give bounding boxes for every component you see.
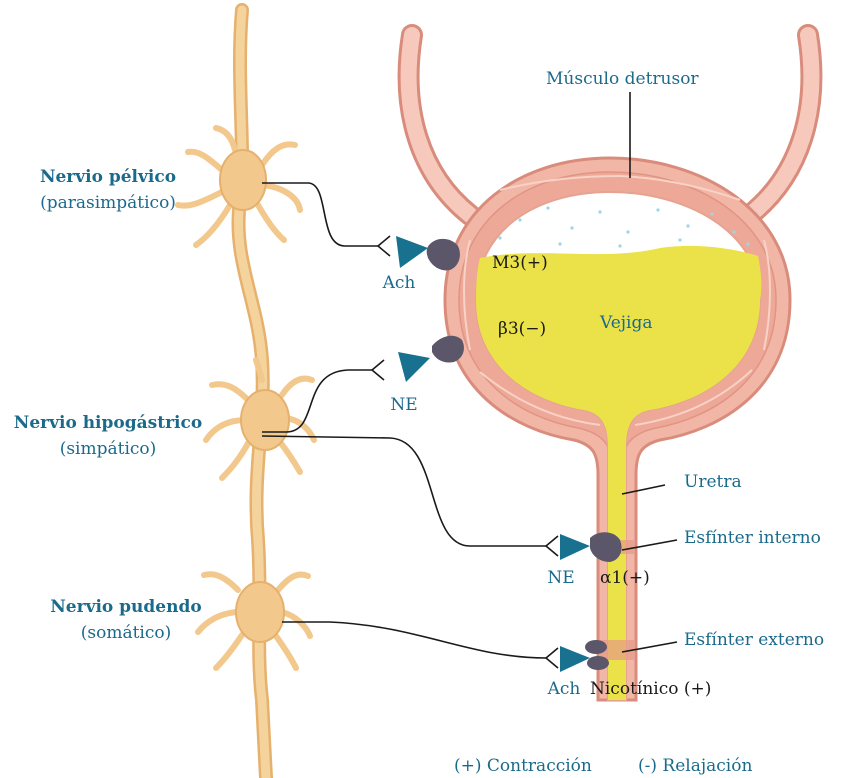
urethra-label: Uretra xyxy=(684,472,742,492)
terminal-ach-top xyxy=(396,236,428,268)
pelvic-nerve-type: (parasimpático) xyxy=(40,193,176,213)
hypogastric-nerve-name: Nervio hipogástrico xyxy=(14,413,202,433)
legend-relaxation: (-) Relajación xyxy=(638,756,752,776)
receptor-a1-label: α1(+) xyxy=(600,568,650,588)
transmitter-ne-mid: NE xyxy=(390,395,417,415)
pudendal-nerve-name: Nervio pudendo xyxy=(50,597,201,617)
receptor-b3-label: β3(−) xyxy=(498,319,546,339)
terminal-ach-bottom xyxy=(560,646,590,672)
legend-contraction: (+) Contracción xyxy=(454,756,592,776)
hypogastric-nerve-type: (simpático) xyxy=(60,439,157,459)
transmitter-ach-bottom: Ach xyxy=(547,679,581,699)
bladder-label: Vejiga xyxy=(599,313,653,333)
terminal-ne-mid xyxy=(398,352,430,382)
receptor-nic-bottom xyxy=(587,656,609,670)
transmitter-ach-top: Ach xyxy=(382,273,416,293)
bladder xyxy=(409,35,812,700)
receptor-nic-label: Nicotínico (+) xyxy=(590,679,711,699)
receptor-m3-label: M3(+) xyxy=(492,253,548,273)
detrusor-label: Músculo detrusor xyxy=(546,69,699,89)
pudendal-nerve-type: (somático) xyxy=(81,623,172,643)
receptor-nic-top xyxy=(585,640,607,654)
receptor-m3 xyxy=(427,239,460,270)
pelvic-nerve-name: Nervio pélvico xyxy=(40,167,176,187)
external-sphincter-label: Esfínter externo xyxy=(684,630,824,650)
receptor-b3 xyxy=(432,336,464,363)
internal-sphincter-label: Esfínter interno xyxy=(684,528,821,548)
transmitter-ne-low: NE xyxy=(547,568,574,588)
terminal-ne-low xyxy=(560,534,590,560)
receptor-a1 xyxy=(590,532,622,562)
